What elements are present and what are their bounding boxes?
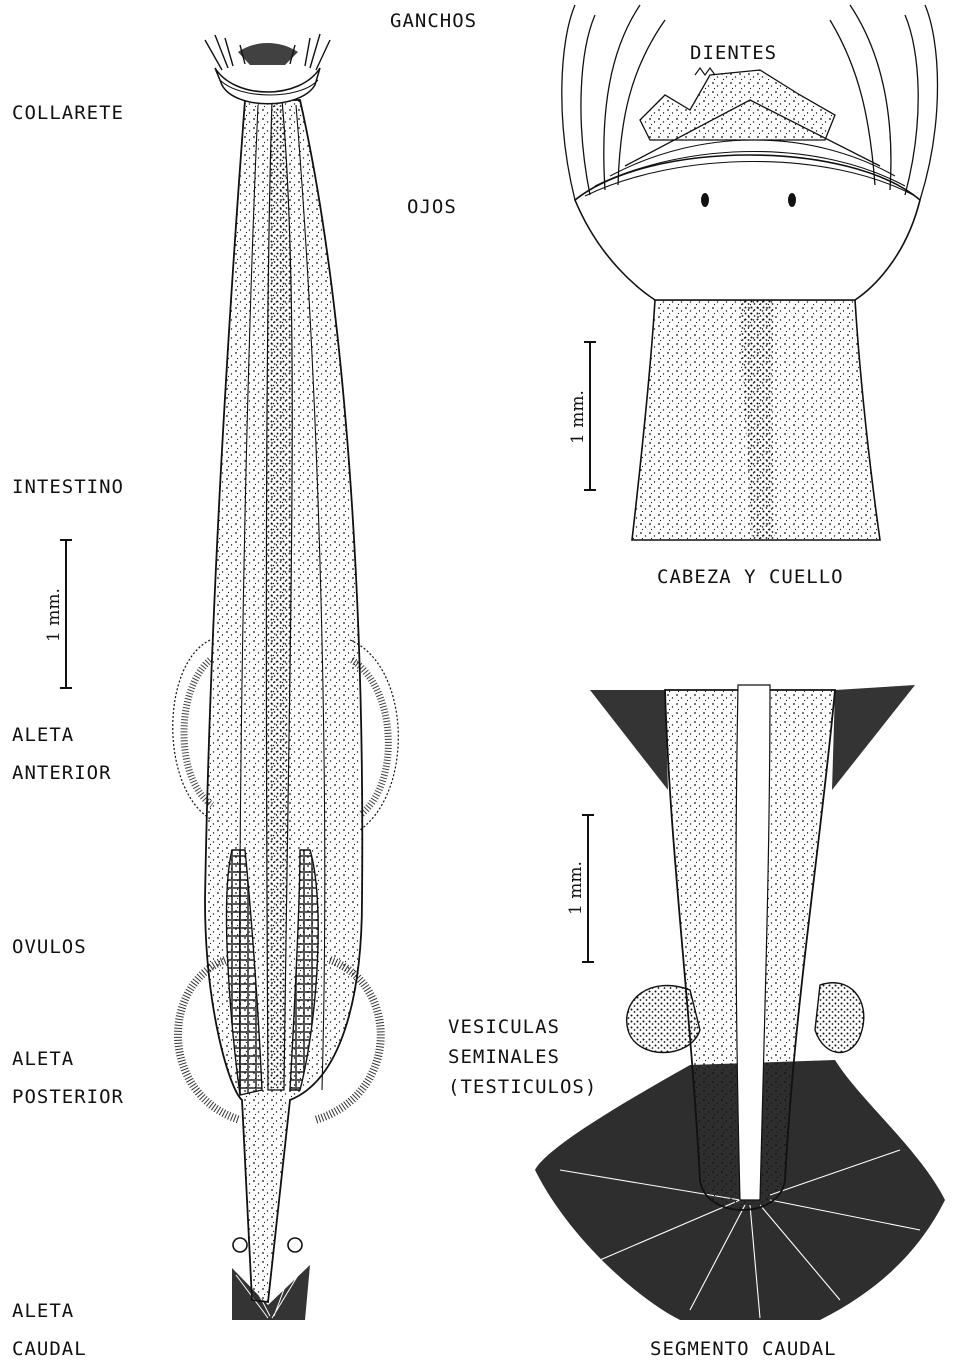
caption-segmento-caudal: SEGMENTO CAUDAL: [650, 1340, 837, 1359]
vesicle-small-right: [288, 1238, 302, 1252]
collarette: [215, 68, 320, 104]
label-dientes: DIENTES: [688, 44, 779, 63]
label-vesiculas-seminales: VESICULAS SEMINALES (TESTICULOS): [448, 1012, 597, 1102]
label-aleta-anterior-line1: ALETA: [12, 716, 112, 754]
label-aleta-anterior: ALETA ANTERIOR: [12, 716, 112, 792]
label-vesiculas-line3: (TESTICULOS): [448, 1072, 597, 1102]
caudal-side-fin-left: [590, 690, 668, 790]
label-intestino: INTESTINO: [12, 478, 124, 497]
scale-label-head: 1 mm.: [568, 382, 588, 452]
label-aleta-posterior: ALETA POSTERIOR: [12, 1040, 124, 1116]
label-aleta-posterior-line2: POSTERIOR: [12, 1078, 124, 1116]
label-aleta-caudal-line1: ALETA: [12, 1292, 87, 1330]
label-vesiculas-line2: SEMINALES: [448, 1042, 597, 1072]
label-aleta-anterior-line2: ANTERIOR: [12, 754, 112, 792]
scale-label-tail: 1 mm.: [566, 853, 586, 923]
label-aleta-caudal: ALETA CAUDAL: [12, 1292, 87, 1368]
vesicle-small-left: [233, 1238, 247, 1252]
caudal-segment-drawing: [535, 685, 945, 1320]
full-body-drawing: [173, 34, 399, 1320]
scale-label-full-body: 1 mm.: [44, 580, 64, 650]
label-ganchos: GANCHOS: [390, 12, 477, 31]
label-ovulos: OVULOS: [12, 938, 87, 957]
seminal-vesicle-left: [627, 986, 700, 1053]
label-ojos: OJOS: [407, 198, 457, 217]
caption-cabeza-y-cuello: CABEZA Y CUELLO: [657, 568, 844, 587]
anterior-fin-left: [173, 640, 212, 820]
eye-left: [701, 193, 709, 207]
eye-right: [788, 193, 796, 207]
label-vesiculas-line1: VESICULAS: [448, 1012, 597, 1042]
seminal-vesicle-right: [815, 983, 864, 1053]
head-neck-drawing: [562, 5, 938, 540]
caudal-side-fin-right: [832, 685, 915, 790]
label-collarete: COLLARETE: [12, 104, 124, 123]
teeth: [640, 70, 835, 140]
label-aleta-posterior-line1: ALETA: [12, 1040, 124, 1078]
label-aleta-caudal-line2: CAUDAL: [12, 1330, 87, 1368]
